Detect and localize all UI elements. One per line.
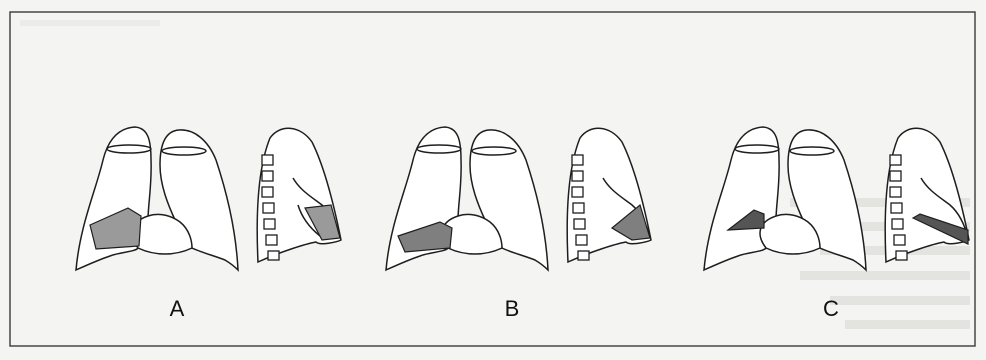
vertebra [894, 235, 905, 245]
panel-b [386, 127, 651, 270]
vertebra [263, 203, 274, 213]
vertebra [572, 171, 583, 181]
vertebra [264, 219, 275, 229]
bleed-line [845, 320, 970, 329]
vertebra [262, 155, 273, 165]
vertebra [262, 171, 273, 181]
vertebra [578, 251, 589, 260]
vertebra [262, 187, 273, 197]
panel-a [76, 127, 341, 270]
vertebra [266, 235, 277, 245]
vertebra [576, 235, 587, 245]
vertebra [574, 219, 585, 229]
vertebra [890, 187, 901, 197]
vertebra [890, 155, 901, 165]
vertebra [891, 203, 902, 213]
vertebra [572, 187, 583, 197]
panel-label-a: A [157, 296, 197, 322]
pa-view [704, 127, 866, 270]
vertebra [892, 219, 903, 229]
bleed-line [800, 271, 970, 280]
bleed-line [830, 296, 970, 305]
vertebra [890, 171, 901, 181]
panel-label-c: C [811, 296, 851, 322]
bleed-line [20, 20, 160, 26]
panel-label-b: B [492, 296, 532, 322]
vertebra [896, 251, 907, 260]
vertebra [572, 155, 583, 165]
vertebra [268, 251, 279, 260]
vertebra [573, 203, 584, 213]
